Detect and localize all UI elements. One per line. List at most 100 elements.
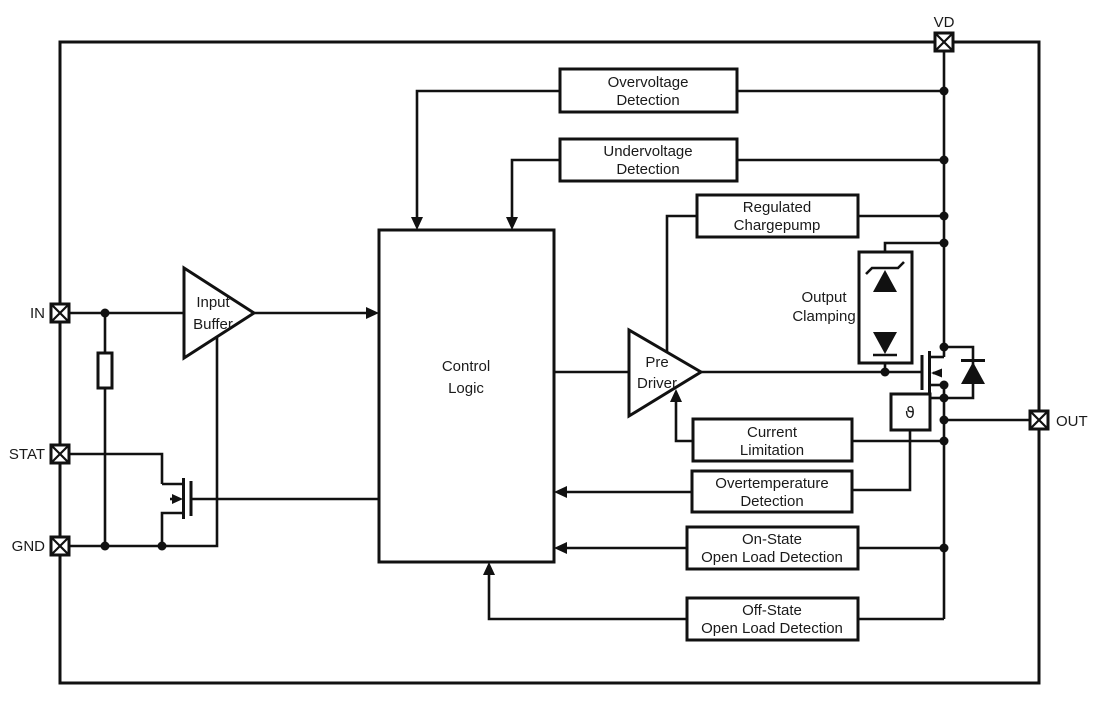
- overtemperature-label-line1: Overtemperature: [715, 475, 828, 492]
- block-regulated-chargepump: Regulated Chargepump: [695, 193, 860, 239]
- control-logic-label-line1: Control: [442, 358, 490, 375]
- junction-dot: [939, 342, 949, 352]
- zener-triangle-up: [873, 270, 897, 292]
- output-clamping-label-line1: Output: [801, 289, 847, 306]
- current-limitation-label-line1: Current: [747, 424, 798, 441]
- pin-stat: STAT: [9, 443, 71, 465]
- chargepump-label-line1: Regulated: [743, 199, 811, 216]
- pre-driver-triangle: [627, 327, 704, 419]
- control-logic-box: [377, 228, 556, 564]
- input-buffer-triangle: [182, 265, 257, 361]
- junction-dot: [100, 541, 110, 551]
- pin-out-label: OUT: [1056, 413, 1088, 430]
- arrow-overtemp-left-icon: [554, 486, 567, 498]
- wire-statfet-source: [160, 511, 183, 546]
- overtemperature-box: [690, 469, 854, 514]
- power-mosfet-icon: [920, 351, 944, 394]
- pre-driver-label-line2: Driver: [637, 375, 677, 392]
- block-off-state-open-load: Off-State Open Load Detection: [685, 596, 860, 642]
- block-pre-driver: Pre Driver: [627, 327, 704, 419]
- pin-x-stroke: [50, 444, 70, 464]
- pfet-body-arrow-icon: [931, 368, 942, 378]
- arrow-onstate-left-icon: [554, 542, 567, 554]
- overtemperature-label-line2: Detection: [740, 493, 803, 510]
- control-logic-label-line2: Logic: [448, 380, 484, 397]
- undervoltage-label-line1: Undervoltage: [603, 143, 692, 160]
- current-limitation-box: [691, 417, 854, 463]
- pin-x-stroke: [50, 303, 70, 323]
- body-diode-triangle: [961, 362, 985, 384]
- wire-overtemp-to-sensor: [852, 430, 912, 492]
- input-resistor-icon: [96, 351, 114, 390]
- junction-dot: [939, 155, 949, 165]
- block-on-state-open-load: On-State Open Load Detection: [685, 525, 860, 571]
- chargepump-box: [695, 193, 860, 239]
- pin-in-label: IN: [30, 305, 45, 322]
- statfet-body-arrow-icon: [172, 494, 183, 504]
- output-clamping-block: Output Clamping: [792, 250, 914, 365]
- block-temperature-sensor: ϑ: [889, 392, 932, 432]
- on-state-label-line2: Open Load Detection: [701, 549, 843, 566]
- wire-overvoltage-left: [415, 89, 560, 221]
- chargepump-label-line2: Chargepump: [734, 217, 821, 234]
- current-limitation-label-line2: Limitation: [740, 442, 804, 459]
- arrowhead-group: [366, 217, 682, 575]
- off-state-label-line2: Open Load Detection: [701, 620, 843, 637]
- pin-x-stroke: [1029, 410, 1049, 430]
- zener-bar-bent: [865, 261, 905, 275]
- on-state-box: [685, 525, 860, 571]
- pin-vd: VD: [933, 14, 955, 53]
- pin-x-stroke: [934, 32, 954, 52]
- pin-gnd-label: GND: [12, 538, 46, 555]
- junction-dot: [939, 238, 949, 248]
- zener-diode-icon: [865, 261, 905, 292]
- overvoltage-label-line2: Detection: [616, 92, 679, 109]
- pre-driver-label-line1: Pre: [645, 354, 668, 371]
- arrow-offstate-up-icon: [483, 562, 495, 575]
- wire-gnd: [69, 337, 219, 548]
- junction-dot: [939, 436, 949, 446]
- input-buffer-label-line2: Buffer: [193, 316, 233, 333]
- pin-x-stroke: [50, 536, 70, 556]
- block-undervoltage-detection: Undervoltage Detection: [558, 137, 739, 183]
- block-control-logic: Control Logic: [377, 228, 556, 564]
- junction-dot: [100, 308, 110, 318]
- arrow-currentlim-up-icon: [670, 389, 682, 402]
- wire-undervoltage-left: [510, 158, 560, 221]
- pin-stat-label: STAT: [9, 446, 45, 463]
- arrow-overvoltage-down-icon: [411, 217, 423, 230]
- arrow-into-control-left-icon: [366, 307, 379, 319]
- temperature-sensor-box: [889, 392, 932, 432]
- wire-group: [69, 51, 1030, 621]
- block-overtemperature-detection: Overtemperature Detection: [690, 469, 854, 514]
- block-current-limitation: Current Limitation: [691, 417, 854, 463]
- junction-dot: [880, 367, 890, 377]
- pin-vd-label: VD: [934, 14, 955, 31]
- wire-currentlim-left: [674, 393, 693, 443]
- junction-dot: [157, 541, 167, 551]
- output-clamping-label-line2: Clamping: [792, 308, 855, 325]
- pin-out: OUT: [1028, 409, 1088, 431]
- arrow-undervoltage-down-icon: [506, 217, 518, 230]
- block-input-buffer: Input Buffer: [182, 265, 257, 361]
- body-diode-icon: [961, 359, 985, 384]
- junction-dots: [100, 86, 949, 553]
- pin-gnd: GND: [12, 535, 71, 557]
- wire-stat: [69, 452, 164, 484]
- status-mosfet-icon: [170, 478, 193, 519]
- wire-offstate-left: [487, 573, 687, 621]
- off-state-box: [685, 596, 860, 642]
- junction-dot: [939, 415, 949, 425]
- clamp-diode-icon: [873, 332, 897, 357]
- block-overvoltage-detection: Overvoltage Detection: [558, 67, 739, 114]
- overvoltage-box: [558, 67, 739, 114]
- undervoltage-label-line2: Detection: [616, 161, 679, 178]
- on-state-label-line1: On-State: [742, 531, 802, 548]
- junction-dot: [939, 211, 949, 221]
- input-buffer-label-line1: Input: [196, 294, 230, 311]
- overvoltage-label-line1: Overvoltage: [608, 74, 689, 91]
- junction-dot: [939, 86, 949, 96]
- junction-dot: [939, 393, 949, 403]
